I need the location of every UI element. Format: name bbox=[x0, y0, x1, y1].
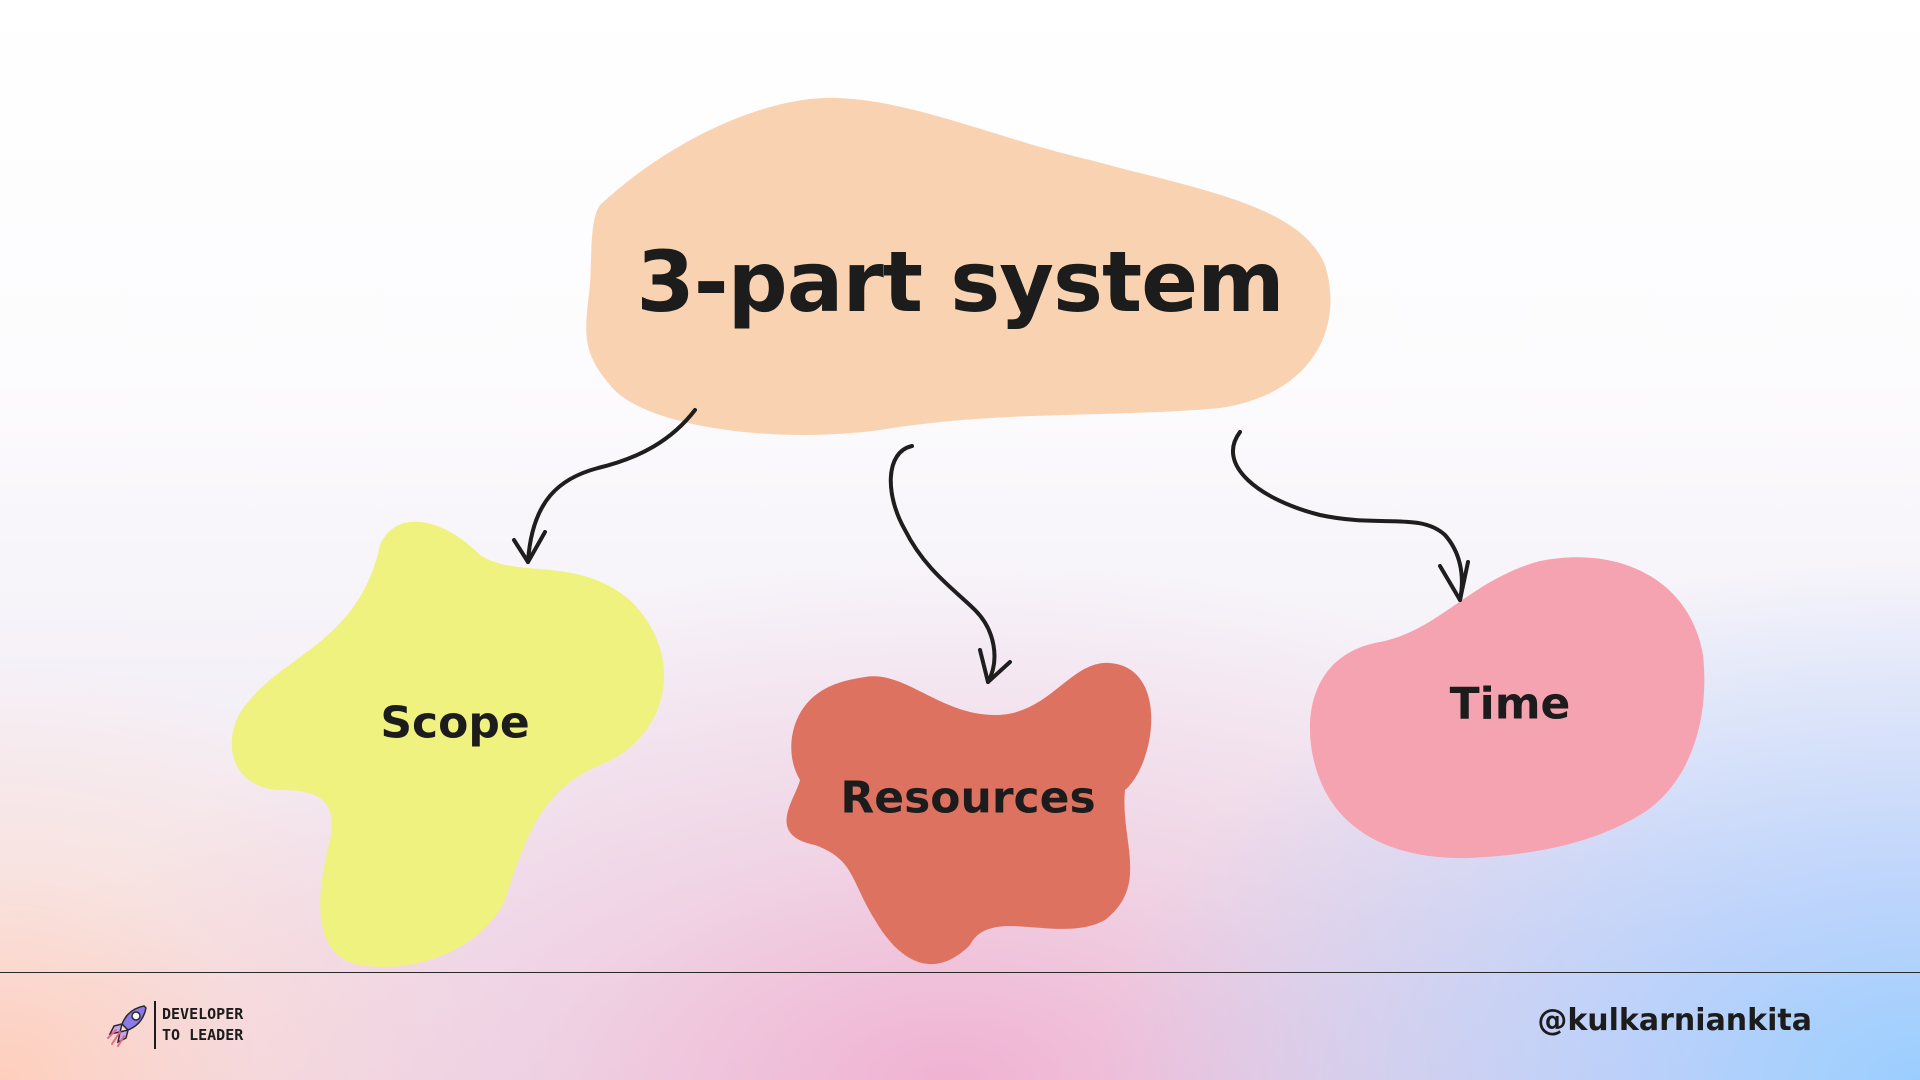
time-blob bbox=[1309, 557, 1705, 859]
title-blob bbox=[586, 97, 1331, 435]
scope-blob bbox=[231, 521, 665, 967]
brand-text: DEVELOPER TO LEADER bbox=[162, 1004, 243, 1046]
rocket-icon bbox=[107, 1005, 147, 1047]
arrow-to-time bbox=[1231, 430, 1470, 602]
footer-divider bbox=[0, 972, 1920, 973]
brand-divider bbox=[154, 1001, 156, 1049]
diagram-title: 3-part system bbox=[636, 233, 1284, 331]
resources-blob bbox=[786, 662, 1152, 965]
brand-logo: DEVELOPER TO LEADER bbox=[106, 1000, 243, 1050]
arrow-to-scope bbox=[512, 408, 697, 564]
brand-line-2: TO LEADER bbox=[162, 1026, 244, 1044]
node-label-scope: Scope bbox=[380, 697, 530, 749]
arrow-to-resources bbox=[888, 444, 1012, 684]
node-label-resources: Resources bbox=[840, 772, 1096, 824]
author-handle: @kulkarniankita bbox=[1537, 1003, 1812, 1038]
node-label-time: Time bbox=[1449, 678, 1571, 730]
brand-line-1: DEVELOPER bbox=[162, 1005, 244, 1023]
